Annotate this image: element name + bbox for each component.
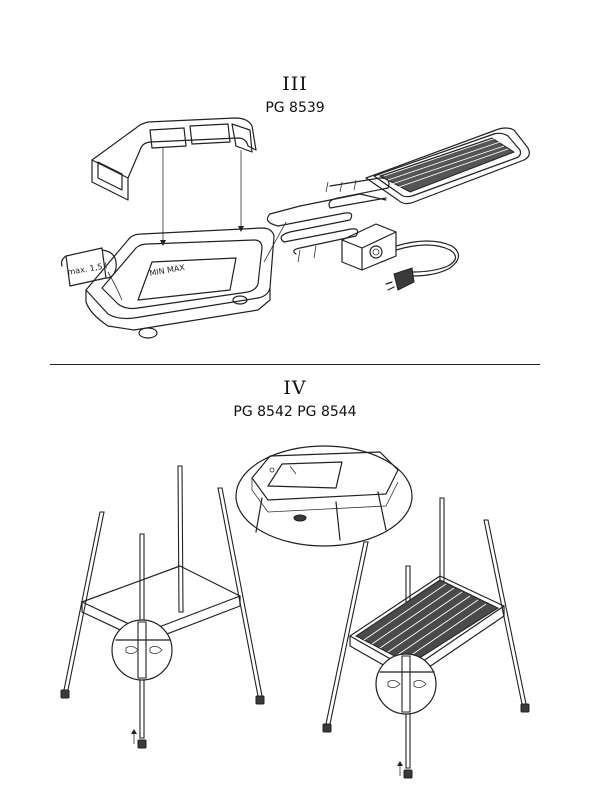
detail-magnifier-icon — [112, 620, 172, 680]
tray-detail-magnifier-icon — [236, 446, 412, 546]
stand-legs-icon — [61, 466, 264, 748]
detail-magnifier-2-icon — [376, 654, 436, 714]
